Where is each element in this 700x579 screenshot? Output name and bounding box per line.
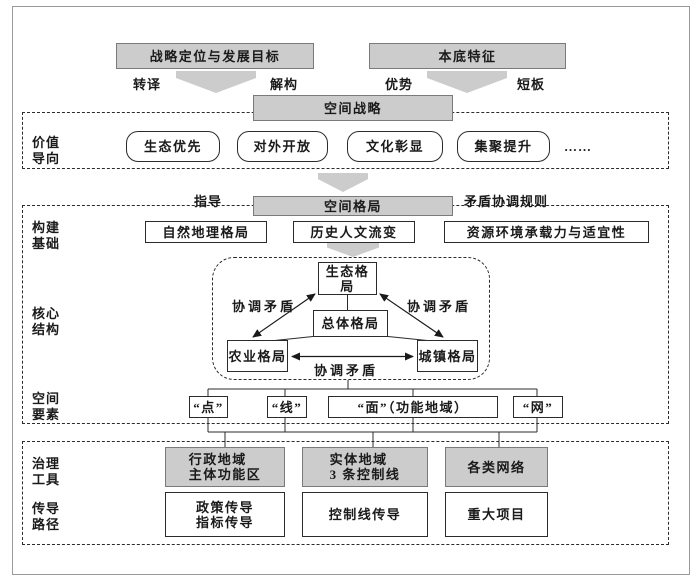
side-label-transmission-paths: 传导 路径 <box>32 501 61 532</box>
box-eco-pattern: 生态格局 <box>318 262 377 295</box>
box-history-culture: 历史人文流变 <box>293 221 415 243</box>
side-label-value-orientation: 价值 导向 <box>32 135 61 166</box>
box-entity-region: 实体地域 3 条控制线 <box>302 447 428 487</box>
box-strategic-goals: 战略定位与发展目标 <box>116 43 314 69</box>
box-urban-pattern: 城镇格局 <box>417 340 478 372</box>
side-label-core-structure: 核心 结构 <box>32 306 61 337</box>
box-area: “面”（功能地域） <box>328 396 498 418</box>
box-control-line-transmission: 控制线传导 <box>302 492 428 537</box>
label-conflict-rules: 矛盾协调规则 <box>464 194 549 209</box>
box-networks: 各类网络 <box>445 447 548 487</box>
side-label-foundation: 构建 基础 <box>32 220 61 251</box>
label-coordinate-right: 协调矛盾 <box>407 299 472 314</box>
box-line: “线” <box>267 396 307 418</box>
box-natural-geography: 自然地理格局 <box>145 221 267 243</box>
box-culture: 文化彰显 <box>347 131 443 162</box>
label-translate: 转译 <box>133 77 162 92</box>
box-eco-priority: 生态优先 <box>126 131 220 162</box>
side-label-spatial-elements: 空间 要素 <box>32 391 61 422</box>
box-agglomeration: 集聚提升 <box>457 131 550 162</box>
box-entity-region-label: 实体地域 3 条控制线 <box>329 452 401 482</box>
box-network: “网” <box>513 396 563 418</box>
box-overall-pattern: 总体格局 <box>313 310 388 337</box>
box-policy-transmission: 政策传导 指标传导 <box>165 492 285 537</box>
box-spatial-strategy: 空间战略 <box>253 95 453 121</box>
box-agri-pattern: 农业格局 <box>227 340 288 372</box>
box-admin-region: 行政地域 主体功能区 <box>165 447 285 487</box>
box-policy-transmission-label: 政策传导 指标传导 <box>195 499 254 530</box>
figure-border <box>12 6 690 575</box>
box-admin-region-label: 行政地域 主体功能区 <box>188 452 262 482</box>
label-ellipsis: …… <box>564 139 592 154</box>
label-deconstruct: 解构 <box>270 77 299 92</box>
label-guidance: 指导 <box>194 194 223 209</box>
box-opening-up: 对外开放 <box>237 131 328 162</box>
label-coordinate-bottom: 协调矛盾 <box>314 363 379 378</box>
box-spatial-pattern: 空间格局 <box>253 196 453 216</box>
side-label-governance-tools: 治理 工具 <box>32 456 61 487</box>
box-point: “点” <box>189 396 228 418</box>
label-coordinate-left: 协调矛盾 <box>232 299 297 314</box>
box-major-projects: 重大项目 <box>445 492 548 537</box>
box-carrying-capacity: 资源环境承载力与适宜性 <box>444 221 649 243</box>
box-base-features: 本底特征 <box>369 43 566 69</box>
label-advantages: 优势 <box>385 77 414 92</box>
label-shortcomings: 短板 <box>517 77 546 92</box>
